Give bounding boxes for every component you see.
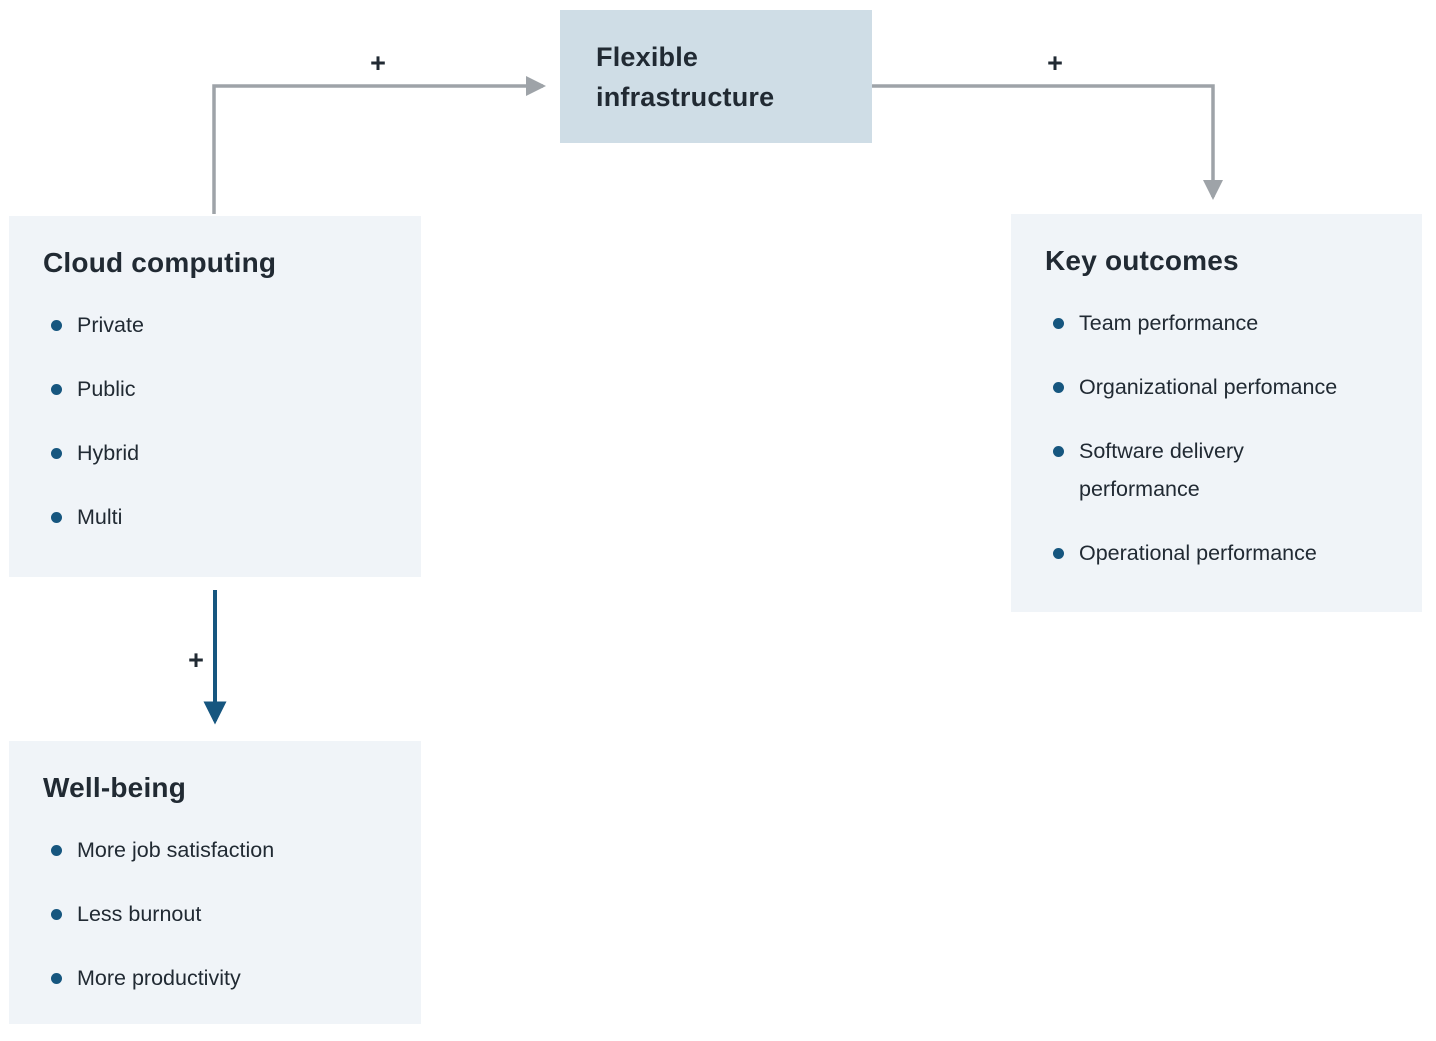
key-outcomes-list: Team performance Organizational perfoman…: [1053, 304, 1394, 572]
list-item: Private: [51, 306, 393, 344]
key-outcomes-title: Key outcomes: [1045, 245, 1239, 276]
list-item-label: Hybrid: [77, 441, 140, 465]
bullet-marker: [51, 973, 62, 984]
list-item-label: Software delivery performance: [1079, 439, 1244, 501]
bullet-marker: [1053, 382, 1064, 393]
list-item: Public: [51, 370, 393, 408]
bullet-marker: [51, 909, 62, 920]
list-item-label: Public: [77, 377, 136, 401]
bullet-marker: [1053, 446, 1064, 457]
list-item-label: Multi: [77, 505, 123, 529]
node-well-being: Well-being More job satisfaction Less bu…: [9, 741, 421, 1024]
bullet-marker: [1053, 318, 1064, 329]
bullet-marker: [51, 384, 62, 395]
plus-label-cloud-to-flexible: +: [370, 48, 386, 78]
list-item: Less burnout: [51, 895, 393, 933]
plus-label-flexible-to-key-outcomes: +: [1047, 48, 1063, 78]
list-item-label: Private: [77, 313, 144, 337]
cloud-computing-list: Private Public Hybrid Multi: [51, 306, 393, 536]
list-item-label: More productivity: [77, 966, 241, 990]
bullet-marker: [51, 320, 62, 331]
list-item-label: More job satisfaction: [77, 838, 275, 862]
list-item-label: Organizational perfomance: [1079, 375, 1338, 399]
list-item: Hybrid: [51, 434, 393, 472]
list-item: Multi: [51, 498, 393, 536]
node-cloud-computing: Cloud computing Private Public Hybrid Mu…: [9, 216, 421, 577]
list-item: More job satisfaction: [51, 831, 393, 869]
list-item: More productivity: [51, 959, 393, 997]
cloud-computing-title: Cloud computing: [43, 247, 277, 278]
list-item-label: Less burnout: [77, 902, 202, 926]
well-being-list: More job satisfaction Less burnout More …: [51, 831, 393, 997]
list-item: Software delivery performance: [1053, 432, 1394, 508]
bullet-marker: [51, 448, 62, 459]
list-item: Operational performance: [1053, 534, 1394, 572]
list-item: Organizational perfomance: [1053, 368, 1394, 406]
list-item-label: Team performance: [1079, 311, 1259, 335]
list-item: Team performance: [1053, 304, 1394, 342]
arrow-flexible-infrastructure-to-key-outcomes: [872, 84, 1223, 200]
well-being-title: Well-being: [43, 772, 187, 803]
bullet-marker: [51, 512, 62, 523]
node-key-outcomes: Key outcomes Team performance Organizati…: [1011, 214, 1422, 612]
arrow-cloud-computing-to-flexible-infrastructure: [212, 76, 546, 214]
flexible-infrastructure-title: Flexible infrastructure: [596, 41, 775, 112]
plus-label-cloud-to-well-being: +: [188, 645, 204, 675]
bullet-marker: [1053, 548, 1064, 559]
node-flexible-infrastructure: Flexible infrastructure: [560, 10, 872, 143]
list-item-label: Operational performance: [1079, 541, 1317, 565]
bullet-marker: [51, 845, 62, 856]
